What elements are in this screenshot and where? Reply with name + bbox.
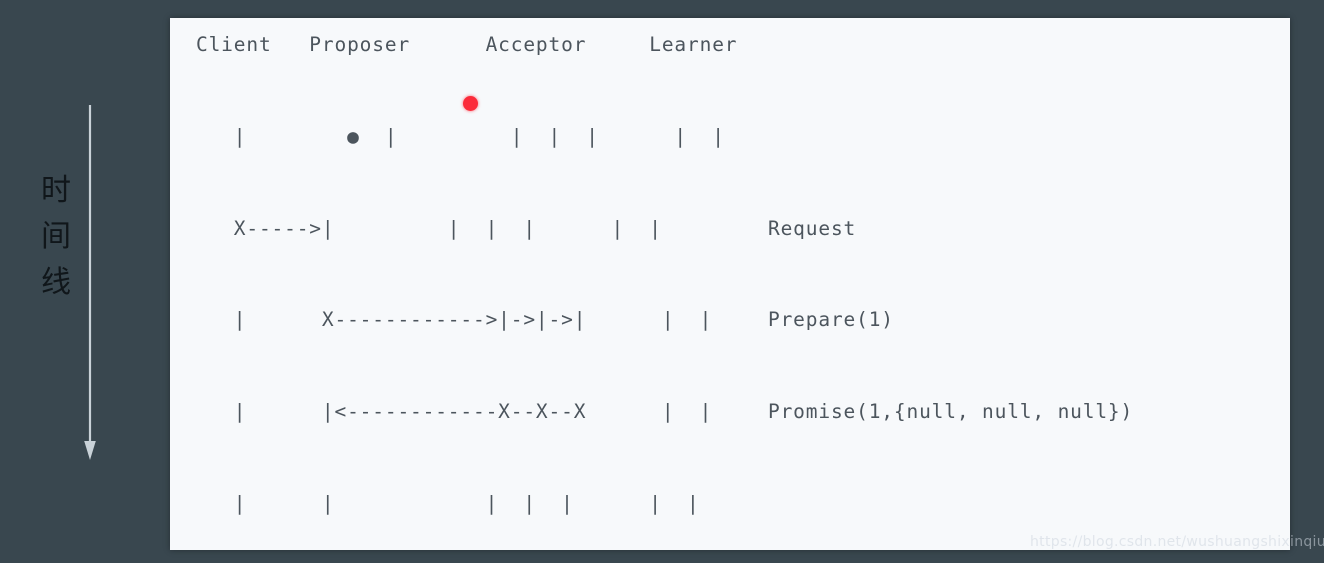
cursor-pointer-dot [463,96,478,111]
diagram-panel: Client Proposer Acceptor Learner | ● | |… [170,18,1290,550]
message-annotation-column: Request Prepare(1) Promise(1,{null, null… [768,61,1209,550]
diagram-column-headers: Client Proposer Acceptor Learner [196,30,737,61]
diagram-header-text: Client Proposer Acceptor Learner [196,33,738,56]
timeline-label-char-2: 间 [41,219,71,254]
diagram-row: | ● | | | | | | [196,124,725,148]
source-watermark: https://blog.csdn.net/wushuangshixinqiu [1030,534,1324,550]
timeline-label-char-3: 线 [41,265,71,300]
message-label: Request [768,216,857,240]
message-label [768,122,1209,153]
ascii-sequence-art: | ● | | | | | | X----->| | | | | | | X--… [196,61,725,550]
message-label: Prepare(1) [768,308,894,332]
diagram-row: | | | | | | | [196,491,700,515]
timeline-label: 时 间 线 [36,168,76,306]
message-label: Promise(1,{null, null, null}) [768,400,1134,424]
diagram-row: | X------------>|->|->| | | [196,308,713,332]
diagram-row: X----->| | | | | | [196,216,662,240]
diagram-row: | |<------------X--X--X | | [196,400,713,424]
timeline-label-char-1: 时 [41,173,71,208]
message-label [768,489,1209,520]
timeline-down-arrow-icon [84,105,96,460]
timeline-gutter: 时 间 线 [0,0,170,563]
